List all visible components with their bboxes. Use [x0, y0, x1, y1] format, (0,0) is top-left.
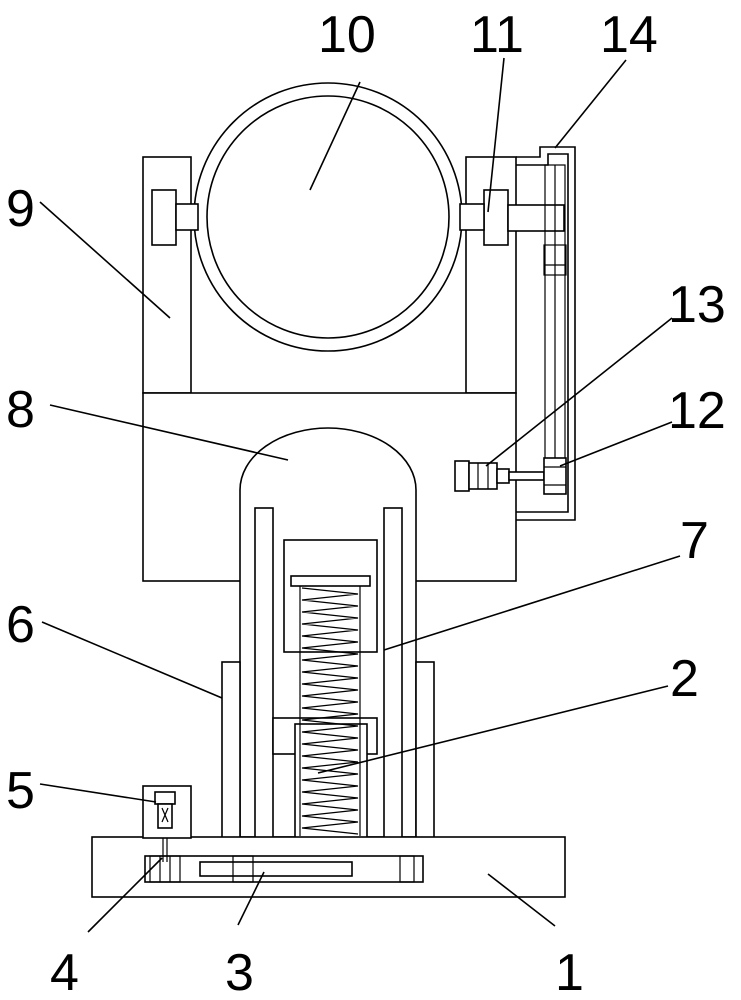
label-5: 5	[6, 762, 35, 820]
label-1: 1	[555, 944, 584, 1000]
label-7: 7	[680, 512, 709, 570]
label-13: 13	[668, 276, 726, 334]
label-12: 12	[668, 382, 726, 440]
pivot-bearings	[151, 189, 565, 246]
spring	[299, 586, 361, 836]
base	[91, 836, 566, 898]
label-6: 6	[6, 596, 35, 654]
label-4: 4	[50, 944, 79, 1000]
outer-sleeve	[221, 661, 435, 839]
label-14: 14	[600, 6, 658, 64]
central-column	[239, 427, 417, 849]
label-3: 3	[225, 944, 254, 1000]
label-8: 8	[6, 381, 35, 439]
ring	[193, 82, 463, 352]
label-2: 2	[670, 650, 699, 708]
base-motor	[142, 785, 192, 862]
label-9: 9	[6, 180, 35, 238]
leader-lines	[39, 57, 681, 933]
label-11: 11	[470, 6, 524, 64]
label-10: 10	[318, 6, 376, 64]
part-labels: 10 11 14 9 13 12 8 7 6 2 5 4 3 1	[6, 6, 726, 1000]
side-motor	[454, 457, 567, 495]
